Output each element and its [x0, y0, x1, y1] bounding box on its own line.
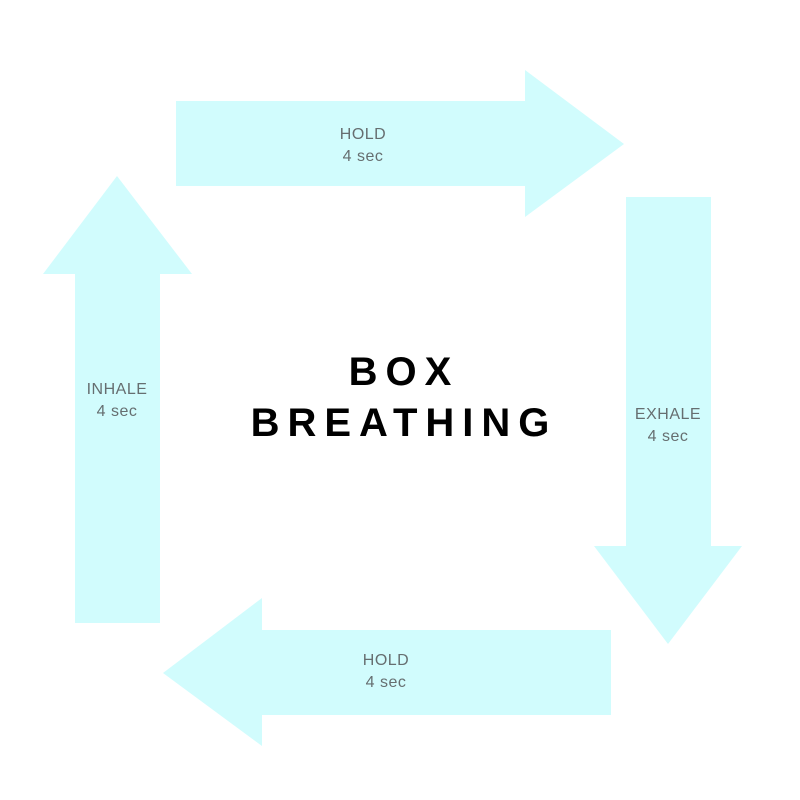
step-label-hold-top: HOLD 4 sec	[313, 124, 413, 168]
step-label-inhale: INHALE 4 sec	[67, 379, 167, 423]
arrow-down-exhale	[594, 197, 742, 644]
title-line-1: BOX	[348, 350, 460, 394]
arrow-up-inhale	[43, 176, 192, 623]
arrow-right-hold-top	[176, 70, 624, 217]
step-duration: 4 sec	[647, 428, 689, 445]
step-duration: 4 sec	[365, 674, 407, 691]
step-label-exhale: EXHALE 4 sec	[618, 404, 718, 448]
step-name: HOLD	[362, 652, 410, 669]
step-name: HOLD	[339, 126, 387, 143]
step-name: INHALE	[86, 381, 148, 398]
title-line-2: BREATHING	[250, 401, 558, 445]
step-name: EXHALE	[634, 406, 702, 423]
arrow-left-hold-bottom	[163, 598, 611, 746]
step-duration: 4 sec	[96, 403, 138, 420]
step-label-hold-bottom: HOLD 4 sec	[336, 650, 436, 694]
step-duration: 4 sec	[342, 148, 384, 165]
